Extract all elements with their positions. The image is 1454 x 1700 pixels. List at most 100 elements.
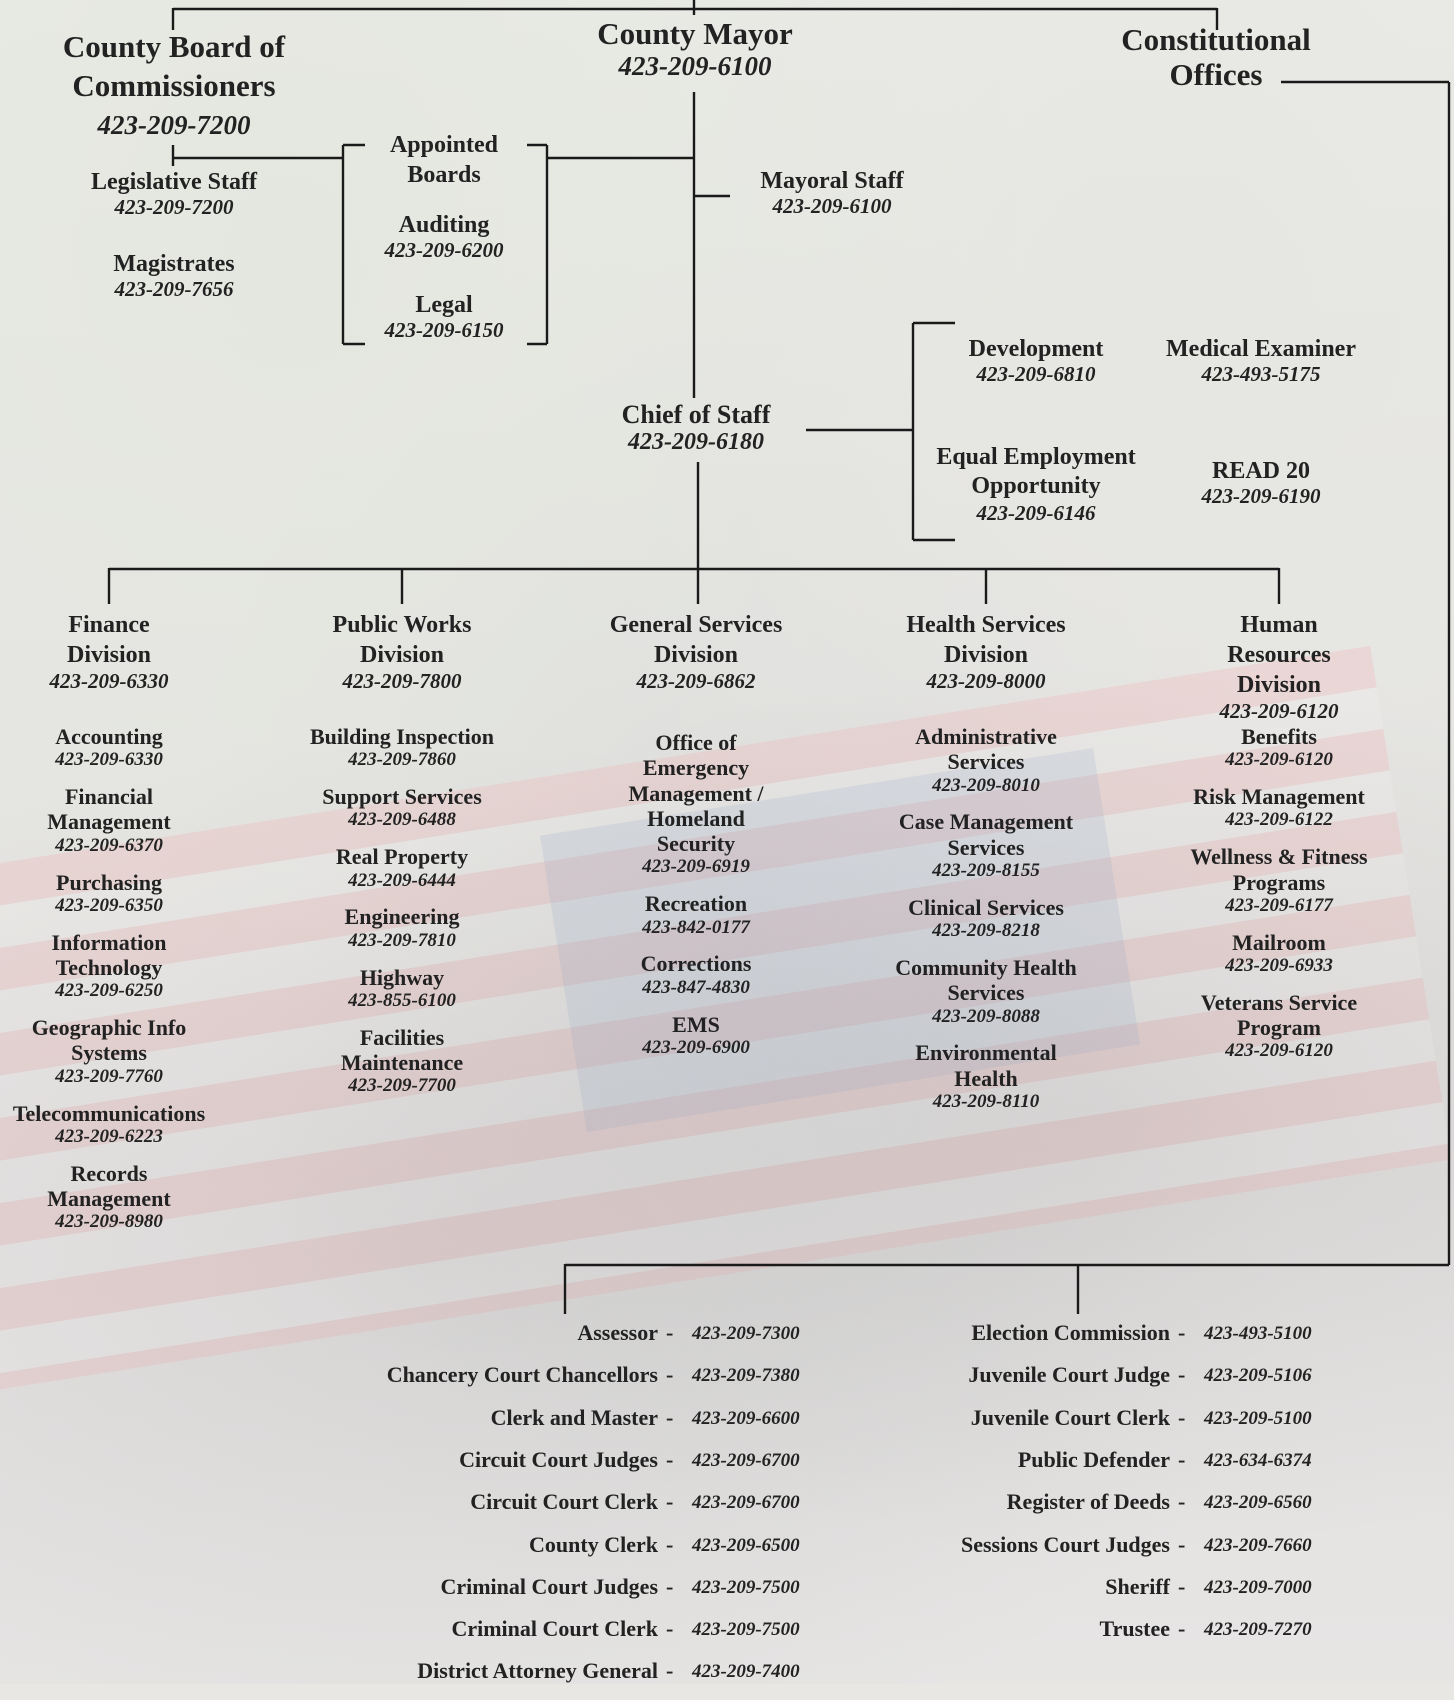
office-name: Criminal Court Clerk (451, 1616, 658, 1642)
office-name: Assessor (577, 1320, 658, 1345)
medical-examiner-node: Medical Examiner 423-493-5175 (1166, 336, 1356, 387)
separator-dash: - (666, 1446, 674, 1472)
equal-employment-title: Equal Employment Opportunity (936, 444, 1136, 500)
unit-title: Financial Management (47, 784, 171, 835)
appointed-boards-title: Appointed Boards (389, 132, 499, 188)
unit-phone: 423-209-6120 (1225, 749, 1333, 771)
unit-phone: 423-209-8088 (932, 1005, 1040, 1027)
separator-dash: - (666, 1489, 674, 1515)
unit-title: Wellness & Fitness Programs (1190, 844, 1368, 895)
office-name: Sheriff (1105, 1573, 1170, 1599)
appointed-boards-node: Appointed Boards (390, 130, 498, 190)
division-phone: 423-209-8000 (926, 669, 1046, 693)
unit-phone: 423-209-7860 (348, 749, 456, 771)
unit-title: Veterans Service Program (1200, 989, 1358, 1041)
office-name: District Attorney General (417, 1658, 658, 1684)
county-mayor-title: County Mayor (597, 16, 793, 51)
separator-dash: - (1178, 1616, 1186, 1642)
unit-title: Support Services (322, 784, 482, 810)
unit-phone: 423-209-8110 (932, 1091, 1040, 1113)
county-board-phone: 423-209-7200 (97, 109, 251, 140)
separator-dash: - (666, 1404, 674, 1430)
constitutional-office-row: County Clerk-423-209-6500 (0, 1531, 800, 1574)
unit-title: Telecommunications (12, 1100, 206, 1126)
unit-phone: 423-209-6250 (55, 980, 163, 1002)
separator-dash: - (666, 1658, 674, 1684)
unit-title: Administrative Services (915, 724, 1057, 775)
office-name: Trustee (1099, 1616, 1170, 1642)
office-name: County Clerk (529, 1531, 658, 1557)
division-title: Finance Division (66, 612, 152, 668)
division-title: Public Works Division (332, 612, 472, 668)
office-name: Chancery Court Chancellors (386, 1362, 658, 1388)
unit-title: Mailroom (1232, 929, 1326, 955)
office-name: Public Defender (1017, 1446, 1170, 1472)
office-name: Election Commission (971, 1320, 1170, 1345)
unit-title: Clinical Services (908, 894, 1064, 920)
constitutional-office-row: Public Defender - 423-634-6374 (470, 1446, 1312, 1489)
unit-phone: 423-842-0177 (642, 916, 750, 938)
office-phone: 423-209-6700 (692, 1492, 800, 1514)
development-title: Development (968, 336, 1104, 362)
office-name: Sessions Court Judges (960, 1531, 1170, 1557)
office-phone: 423-209-7660 (1204, 1534, 1312, 1556)
separator-dash: - (1178, 1531, 1186, 1557)
unit-title: Environmental Health (915, 1040, 1057, 1091)
unit-phone: 423-209-8218 (932, 920, 1040, 942)
constitutional-office-row: Juvenile Court Clerk-423-209-5100 (470, 1405, 1312, 1447)
unit-phone: 423-855-6100 (348, 989, 456, 1011)
unit-title: Real Property (335, 844, 469, 870)
office-phone: 423-493-5100 (1204, 1323, 1312, 1344)
constitutional-office-row: Clerk and Master-423-209-6600 (0, 1404, 800, 1447)
unit-phone: 423-209-6330 (55, 749, 163, 771)
legislative-staff-phone: 423-209-7200 (114, 195, 234, 220)
office-phone: 423-209-5106 (1204, 1365, 1312, 1387)
unit-title: Facilities Maintenance (340, 1024, 464, 1075)
development-node: Development 423-209-6810 (969, 336, 1104, 387)
county-mayor-phone: 423-209-6100 (618, 51, 772, 82)
division-title: Human Resources Division (1227, 612, 1331, 698)
office-phone: 423-209-7000 (1204, 1576, 1312, 1598)
unit-phone: 423-209-6120 (1225, 1040, 1333, 1062)
unit-phone: 423-209-8980 (55, 1211, 163, 1233)
office-name: Circuit Court Judges (459, 1446, 658, 1472)
unit-phone: 423-209-6444 (348, 869, 456, 891)
mayoral-staff-title: Mayoral Staff (760, 168, 904, 194)
separator-dash: - (666, 1616, 674, 1642)
division-phone: 423-209-7800 (342, 669, 462, 693)
office-name: Clerk and Master (490, 1404, 658, 1430)
constitutional-office-row: Assessor-423-209-7300 (0, 1320, 799, 1362)
constitutional-office-row: District Attorney General-423-209-7400 (0, 1658, 799, 1700)
constitutional-office-row: Election Commission-423-493-5100 (470, 1320, 1311, 1362)
read-20-title: READ 20 (1211, 458, 1310, 484)
unit-title: Purchasing (56, 869, 162, 895)
unit-title: Corrections (640, 951, 752, 977)
unit-title: Records Management (47, 1160, 171, 1212)
read-20-phone: 423-209-6190 (1201, 484, 1321, 509)
constitutional-office-row: Circuit Court Judges-423-209-6700 (0, 1446, 799, 1489)
unit-phone: 423-209-6919 (642, 856, 750, 878)
constitutional-offices-title: Constitutional Offices (1121, 22, 1311, 93)
office-phone: 423-634-6374 (1204, 1449, 1312, 1471)
development-phone: 423-209-6810 (976, 362, 1096, 387)
unit-phone: 423-209-6900 (642, 1036, 750, 1058)
legal-title: Legal (415, 292, 473, 318)
unit-phone: 423-209-6933 (1225, 955, 1333, 977)
